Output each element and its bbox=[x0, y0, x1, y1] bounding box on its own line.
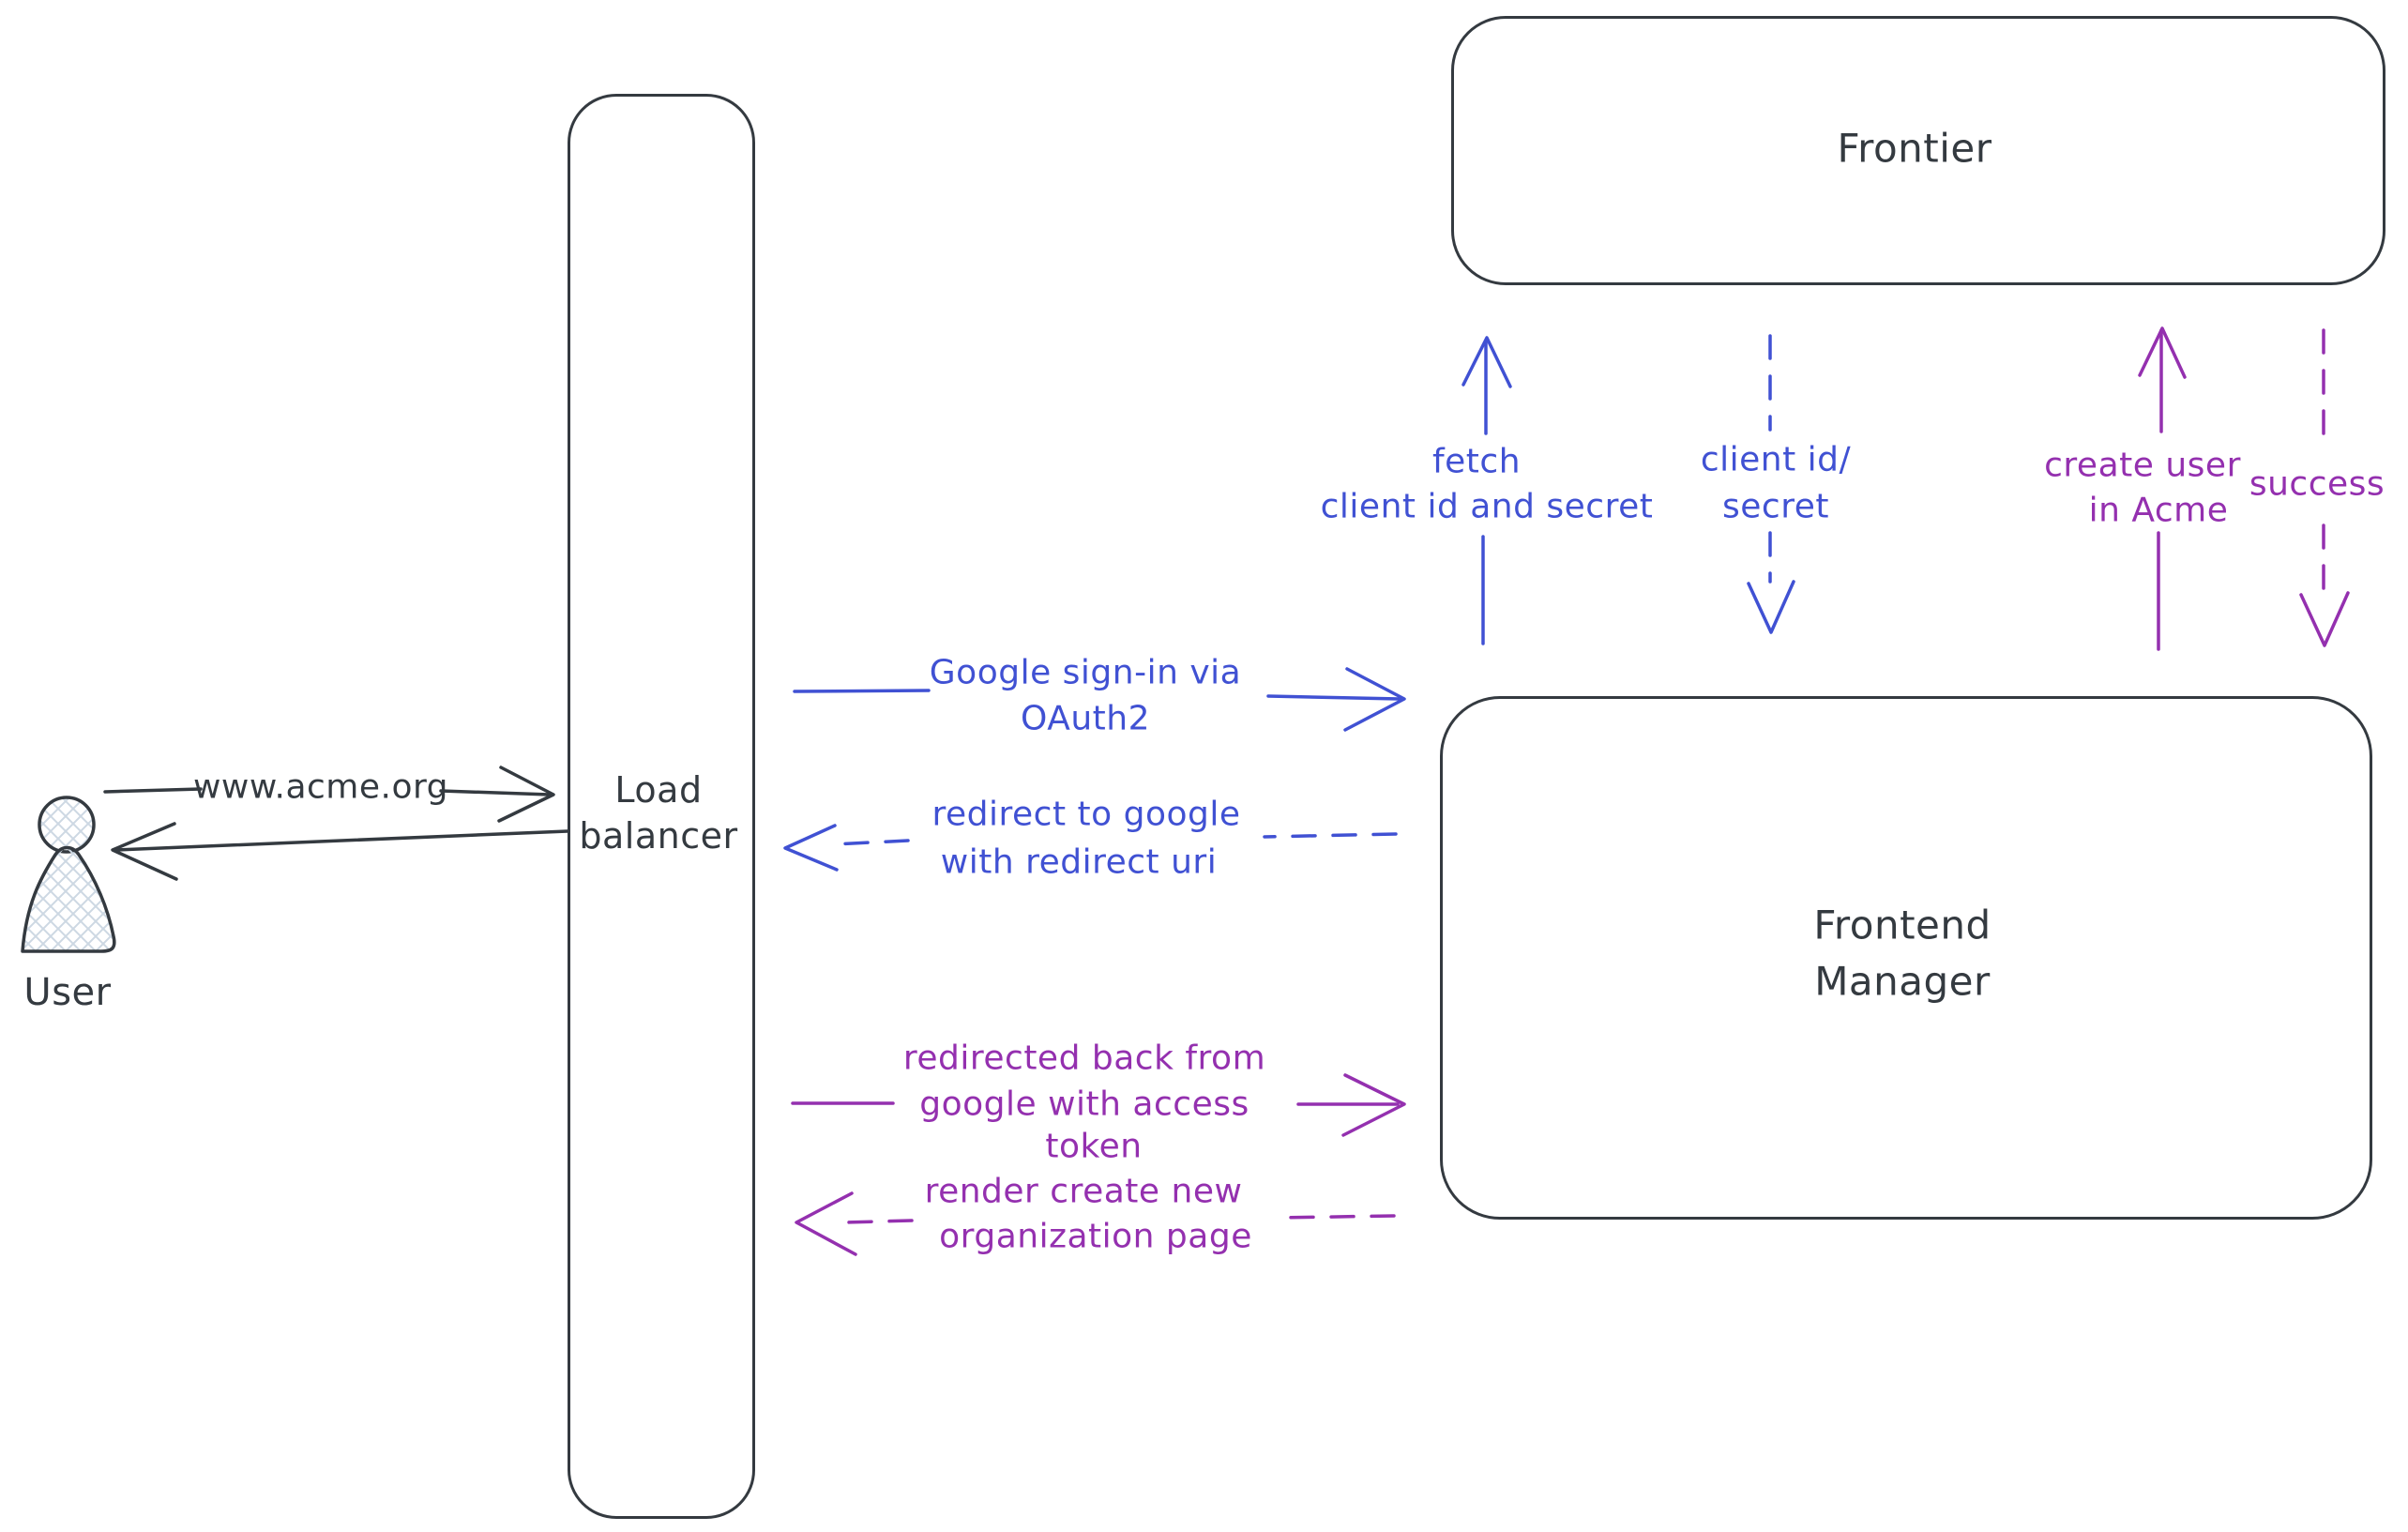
arrow-redirected-back bbox=[791, 1073, 1406, 1137]
load-balancer-label-line2: balancer bbox=[579, 815, 738, 857]
client-id-secret-label-line2: secret bbox=[1722, 487, 1829, 526]
render-create-label-line2: organization page bbox=[939, 1217, 1252, 1256]
client-id-secret-label-line1: client id/ bbox=[1700, 440, 1852, 479]
redirect-google-label-line1: redirect to google bbox=[931, 795, 1241, 834]
redirected-back-label-line1: redirected back from bbox=[902, 1039, 1266, 1078]
arrow-create-user bbox=[2138, 326, 2187, 651]
arrow-client-id-secret bbox=[1747, 334, 1795, 634]
success-label: success bbox=[2249, 464, 2385, 504]
user-label: User bbox=[23, 971, 112, 1014]
fetch-secret-label-line2: client id and secret bbox=[1320, 487, 1654, 526]
arrow-success bbox=[2299, 328, 2350, 647]
redirected-back-label-line3: token bbox=[1045, 1127, 1143, 1166]
frontend-manager-label-line1: Frontend bbox=[1813, 902, 1992, 948]
redirected-back-label-line2: google with access bbox=[919, 1085, 1249, 1124]
google-signin-label-line1: Google sign-in via bbox=[929, 653, 1242, 692]
create-user-label-line2: in Acme bbox=[2088, 491, 2229, 530]
frontier-label: Frontier bbox=[1837, 125, 1992, 172]
arrow-render-create-org bbox=[795, 1191, 1396, 1256]
user-icon bbox=[21, 796, 116, 953]
redirect-google-label-line2: with redirect uri bbox=[940, 842, 1218, 882]
arrow-www-acme bbox=[103, 766, 555, 823]
frontend-manager-box bbox=[1440, 696, 2372, 1220]
arrow-fetch-client-id bbox=[1461, 336, 1512, 645]
load-balancer-box bbox=[568, 94, 755, 1519]
create-user-label-line1: create user bbox=[2044, 446, 2241, 485]
www-acme-label: www.acme.org bbox=[192, 767, 449, 807]
google-signin-label-line2: OAuth2 bbox=[1021, 699, 1150, 738]
arrow-redirect-to-google bbox=[783, 824, 1398, 872]
frontend-manager-label-line2: Manager bbox=[1814, 958, 1991, 1005]
render-create-label-line1: render create new bbox=[924, 1172, 1243, 1211]
load-balancer-label-line1: Load bbox=[614, 769, 703, 811]
arrow-return-to-user bbox=[111, 822, 569, 881]
frontier-box bbox=[1451, 16, 2385, 285]
fetch-secret-label-line1: fetch bbox=[1431, 442, 1522, 481]
arrow-google-signin bbox=[793, 667, 1406, 732]
